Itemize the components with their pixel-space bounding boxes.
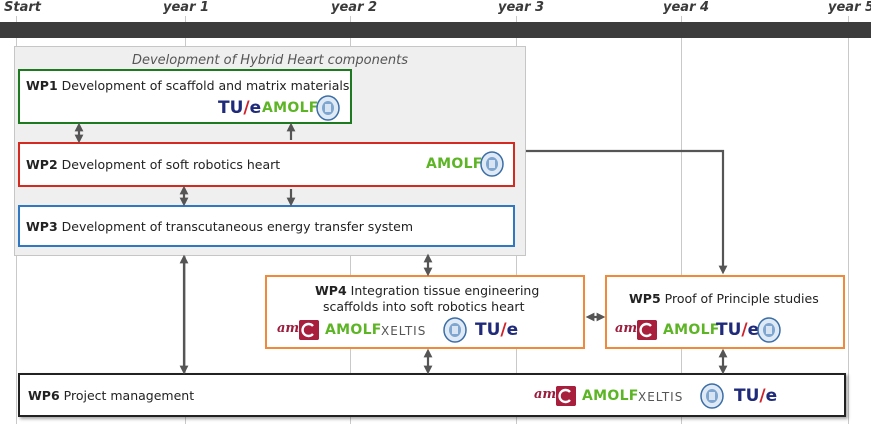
wp6-title: WP6 Project management <box>28 388 194 403</box>
wp5-text: Proof of Principle studies <box>664 291 819 306</box>
wp2-code: WP2 <box>26 157 58 172</box>
wp5-title: WP5 Proof of Principle studies <box>629 291 819 306</box>
amolf-logo: AMOLF <box>426 156 483 172</box>
university-seal-icon <box>700 383 724 409</box>
wp1-title: WP1 Development of scaffold and matrix m… <box>26 78 349 93</box>
timeline-label-year5: year 5 <box>828 0 871 15</box>
wp2-text: Development of soft robotics heart <box>61 157 281 172</box>
wp6-box: WP6 Project management am AMOLF XELTIS T… <box>18 373 846 417</box>
wp1-box: WP1 Development of scaffold and matrix m… <box>18 69 352 124</box>
amc-logo-icon <box>637 320 657 340</box>
am-logo-text: am <box>534 387 557 402</box>
wp4-title-line1: WP4 Integration tissue engineering <box>315 283 540 298</box>
university-seal-icon <box>443 317 467 343</box>
tue-logo: TU/e <box>734 386 778 406</box>
wp5-code: WP5 <box>629 291 661 306</box>
timeline-label-year2: year 2 <box>331 0 378 15</box>
wp1-code: WP1 <box>26 78 58 93</box>
wp3-title: WP3 Development of transcutaneous energy… <box>26 219 413 234</box>
university-seal-icon <box>757 317 781 343</box>
timeline-label-year3: year 3 <box>498 0 545 15</box>
wp4-code: WP4 <box>315 283 347 298</box>
university-seal-icon <box>316 95 340 121</box>
amolf-logo: AMOLF <box>262 100 319 116</box>
wp3-code: WP3 <box>26 219 58 234</box>
wp3-text: Development of transcutaneous energy tra… <box>61 219 414 234</box>
group-title: Development of Hybrid Heart components <box>131 53 408 68</box>
tue-logo: TU/e <box>475 320 519 340</box>
university-seal-icon <box>480 151 504 177</box>
gridline-year5 <box>848 16 849 424</box>
timeline-label-year1: year 1 <box>163 0 210 15</box>
xeltis-logo: XELTIS <box>638 390 684 404</box>
wp2-box: WP2 Development of soft robotics heart A… <box>18 142 515 187</box>
tue-logo: TU/e <box>716 320 760 340</box>
wp1-text: Development of scaffold and matrix mater… <box>61 78 350 93</box>
wp6-text: Project management <box>63 388 195 403</box>
am-logo-text: am <box>615 321 638 336</box>
timeline-label-year4: year 4 <box>663 0 710 15</box>
wp3-box: WP3 Development of transcutaneous energy… <box>18 205 515 247</box>
amolf-logo: AMOLF <box>582 388 639 404</box>
xeltis-logo: XELTIS <box>381 324 427 338</box>
timeline-label-start: Start <box>4 0 41 15</box>
wp4-title-line2: scaffolds into soft robotics heart <box>323 299 525 314</box>
arrow-wp2-wp5 <box>526 149 728 275</box>
am-logo-text: am <box>277 321 300 336</box>
amolf-logo: AMOLF <box>663 322 720 338</box>
tue-logo: TU/e <box>218 98 262 118</box>
wp2-title: WP2 Development of soft robotics heart <box>26 157 280 172</box>
timeline-bar <box>0 22 871 38</box>
gridline-year4 <box>681 16 682 424</box>
amc-logo-icon <box>556 386 576 406</box>
amc-logo-icon <box>299 320 319 340</box>
wp4-box: WP4 Integration tissue engineering scaff… <box>265 275 585 349</box>
amolf-logo: AMOLF <box>325 322 382 338</box>
wp5-box: WP5 Proof of Principle studies am AMOLF … <box>605 275 845 349</box>
wp6-code: WP6 <box>28 388 60 403</box>
